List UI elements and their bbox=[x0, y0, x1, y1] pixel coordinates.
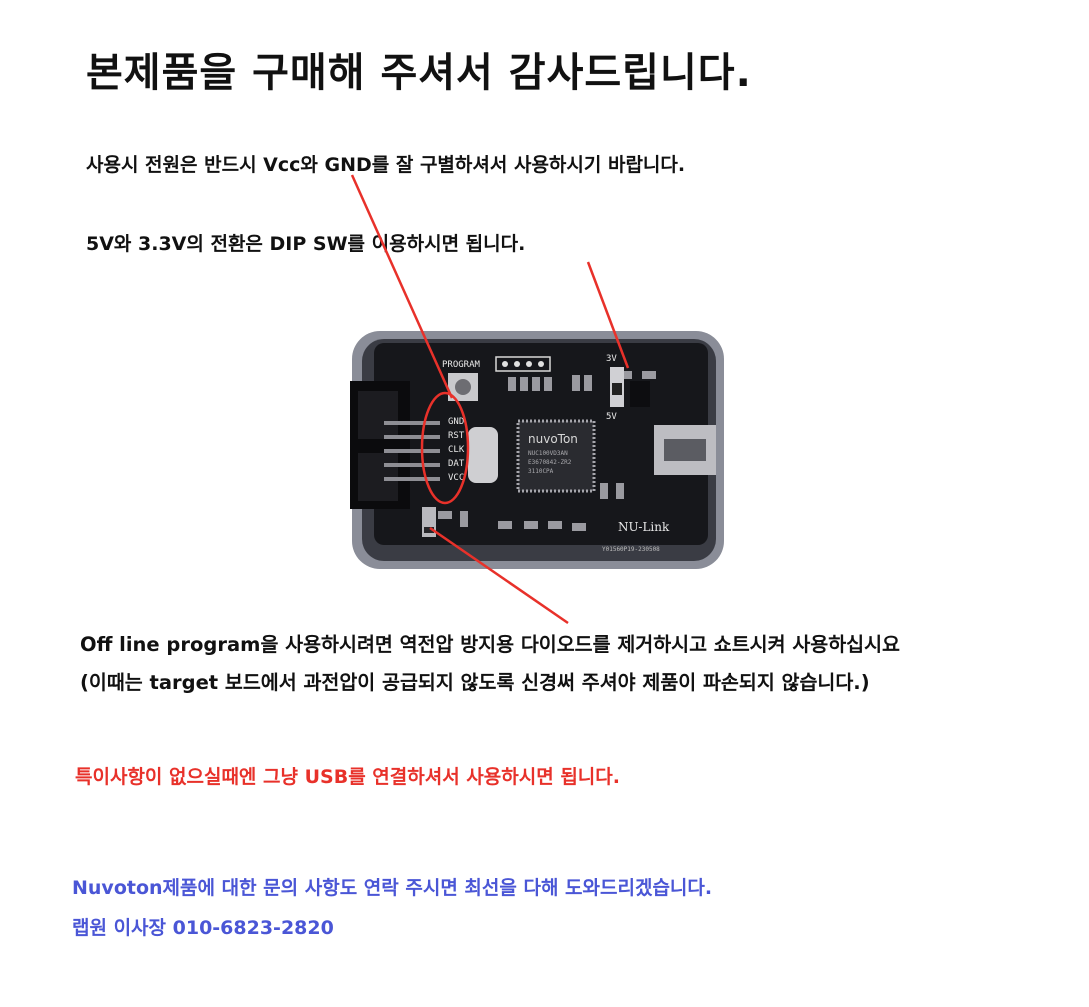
switch-5v-label: 5V bbox=[606, 412, 617, 422]
page-title: 본제품을 구매해 주셔서 감사드립니다. bbox=[86, 50, 752, 96]
pin-label-vcc: VCC bbox=[448, 473, 464, 483]
pin-label-clk: CLK bbox=[448, 445, 465, 455]
contact-note: Nuvoton제품에 대한 문의 사항도 연락 주시면 최선을 다해 도와드리겠… bbox=[72, 877, 713, 899]
voltage-note: 5V와 3.3V의 전환은 DIP SW를 이용하시면 됩니다. bbox=[86, 233, 526, 255]
board-code: Y01560P19-230508 bbox=[602, 546, 660, 553]
power-note: 사용시 전원은 반드시 Vcc와 GND를 잘 구별하셔서 사용하시기 바랍니다… bbox=[86, 154, 686, 176]
chip-marking-2: E3670842-ZR2 bbox=[528, 459, 572, 466]
program-label: PROGRAM bbox=[442, 360, 481, 370]
switch-3v-label: 3V bbox=[606, 354, 617, 364]
chip-marking-3: 3110CPA bbox=[528, 468, 554, 475]
chip-brand: nuvoTon bbox=[528, 432, 578, 446]
offline-note: Off line program을 사용하시려면 역전압 방지용 다이오드를 제… bbox=[80, 633, 900, 656]
usb-note: 특이사항이 없으실때엔 그냥 USB를 연결하셔서 사용하시면 됩니다. bbox=[75, 766, 620, 788]
nu-link-device-photo: GND RST CLK DAT VCC PROGRAM nuvoTon NUC1… bbox=[350, 331, 724, 569]
regulator bbox=[630, 381, 650, 407]
chip-marking-1: NUC100VD3AN bbox=[528, 450, 568, 457]
pin-label-rst: RST bbox=[448, 431, 465, 441]
crystal bbox=[468, 427, 498, 483]
mcu-chip bbox=[516, 419, 596, 493]
board-name: NU-Link bbox=[618, 520, 670, 534]
offline-caution: (이때는 target 보드에서 과전압이 공급되지 않도록 신경써 주셔야 제… bbox=[80, 671, 870, 694]
pin-label-gnd: GND bbox=[448, 417, 464, 427]
pin-label-dat: DAT bbox=[448, 459, 465, 469]
contact-info: 랩원 이사장 010-6823-2820 bbox=[72, 917, 334, 939]
